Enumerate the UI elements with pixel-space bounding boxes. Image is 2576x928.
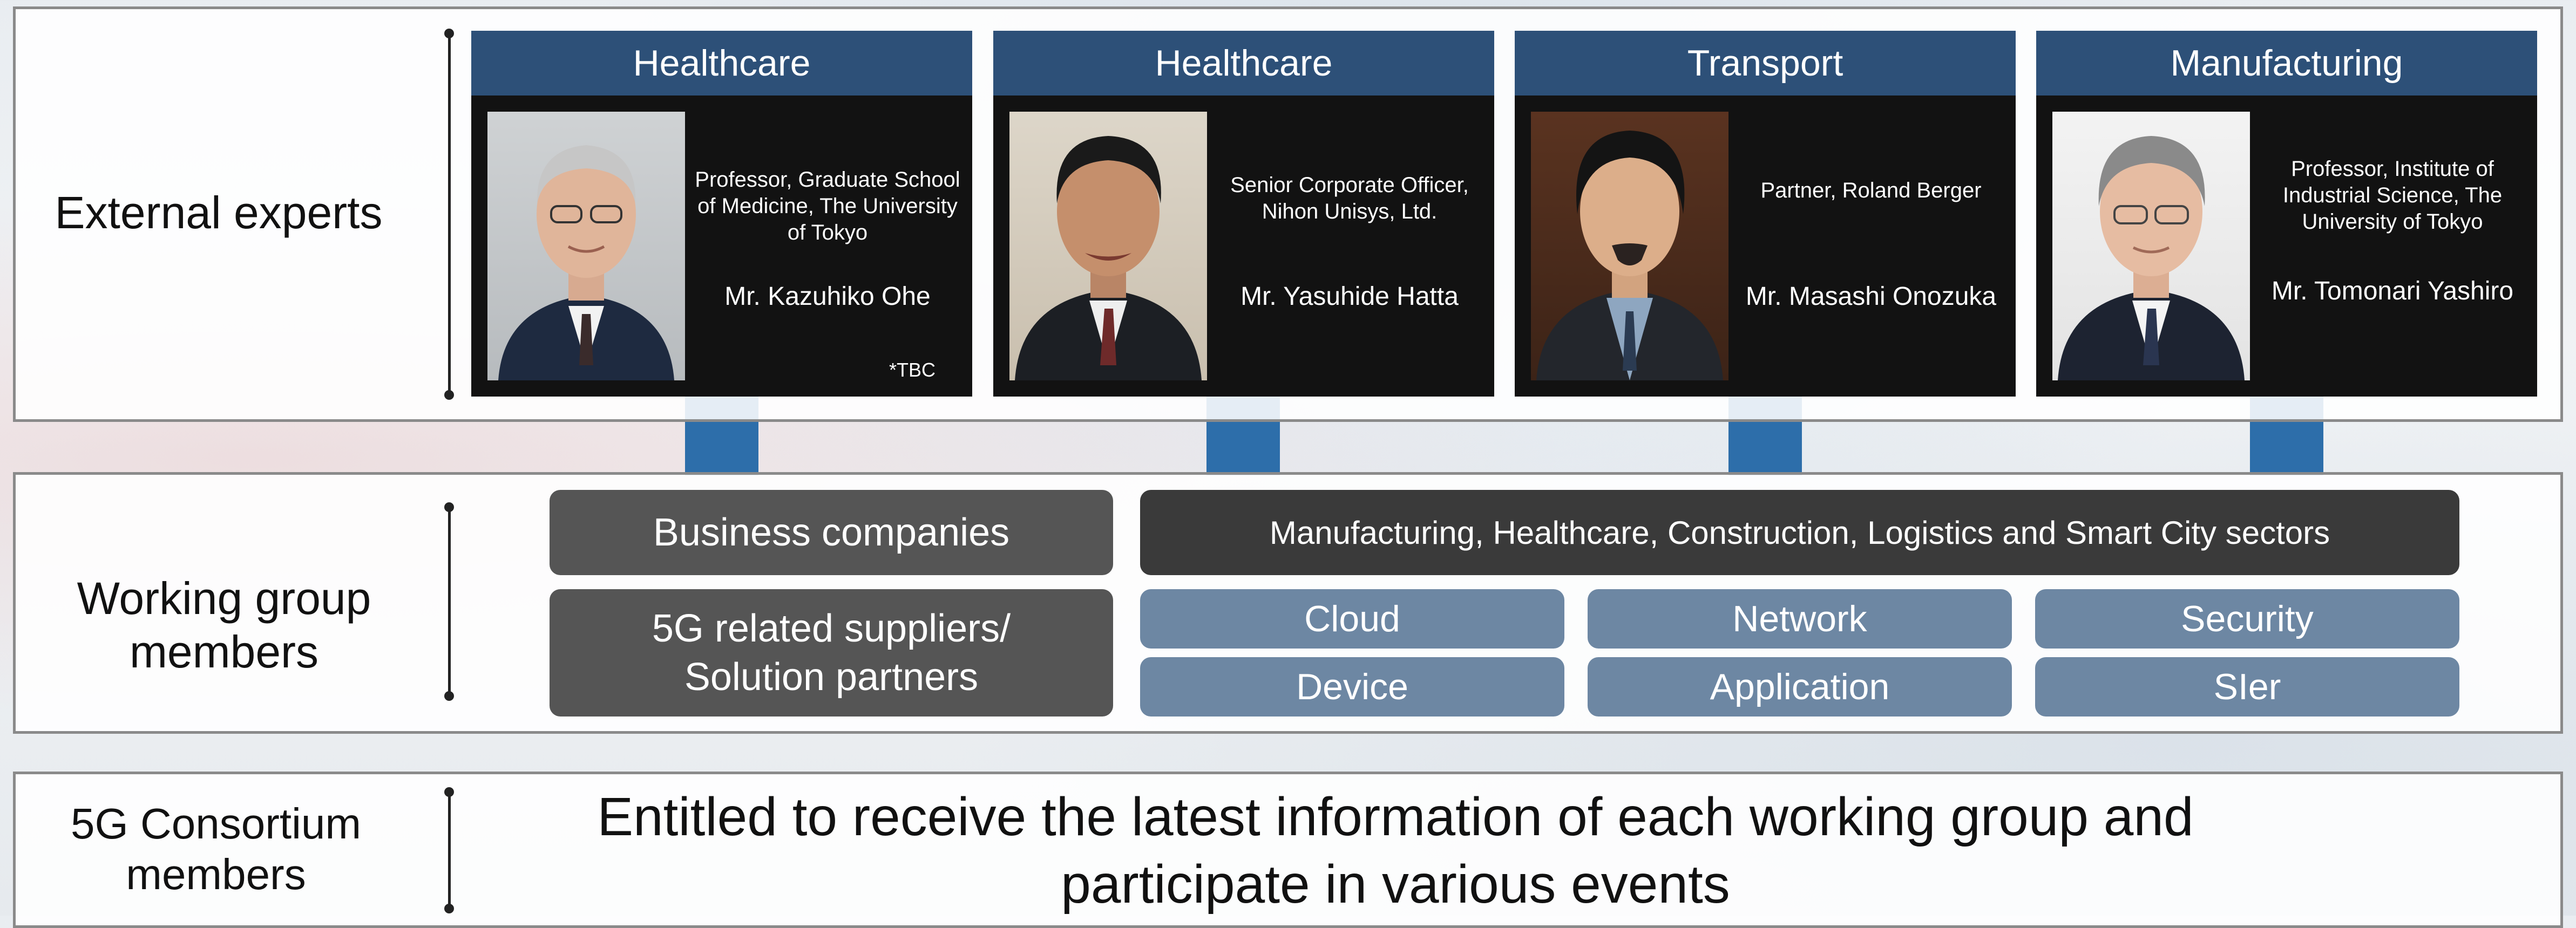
consortium-label: 5G Consortium members — [71, 800, 361, 899]
expert-photo — [1009, 112, 1207, 380]
consortium-description: Entitled to receive the latest informati… — [597, 787, 2194, 915]
consortium-panel — [13, 772, 2563, 928]
expert-sector: Healthcare — [993, 31, 1494, 95]
expert-card: Healthcare Senior Corporate Officer, Nih… — [993, 31, 1494, 397]
expert-photo — [2052, 112, 2250, 380]
sectors-box: Manufacturing, Healthcare, Construction,… — [1140, 490, 2459, 575]
expert-sector: Transport — [1515, 31, 2016, 95]
expert-title: Professor, Graduate School of Medicine, … — [695, 168, 960, 244]
expert-sector: Healthcare — [471, 31, 972, 95]
business-companies-box: Business companies — [550, 490, 1113, 575]
expert-name: Mr. Masashi Onozuka — [1745, 282, 1997, 311]
consortium-bracket — [444, 787, 454, 913]
expert-sector: Manufacturing — [2036, 31, 2537, 95]
expert-card: Healthcare Professor, Graduate School of… — [471, 31, 972, 397]
working-group-bracket — [444, 502, 454, 701]
expert-photo — [487, 112, 685, 380]
suppliers-box: 5G related suppliers/ Solution partners — [550, 589, 1113, 717]
category-application: Application — [1588, 657, 2012, 717]
external-experts-label: External experts — [55, 187, 383, 238]
expert-card: Manufacturing Professor, Institute of In… — [2036, 31, 2537, 397]
expert-title: Professor, Institute of Industrial Scien… — [2282, 157, 2503, 234]
working-group-label: Working group members — [77, 573, 371, 678]
expert-note: *TBC — [889, 359, 936, 381]
expert-title: Partner, Roland Berger — [1760, 179, 1982, 202]
category-sier: SIer — [2035, 657, 2459, 717]
category-cloud: Cloud — [1140, 589, 1564, 649]
expert-photo — [1531, 112, 1728, 380]
expert-name: Mr. Kazuhiko Ohe — [724, 282, 931, 311]
experts-bracket — [444, 29, 454, 400]
category-security: Security — [2035, 589, 2459, 649]
expert-title: Senior Corporate Officer, Nihon Unisys, … — [1230, 173, 1469, 223]
category-network: Network — [1588, 589, 2012, 649]
category-device: Device — [1140, 657, 1564, 717]
expert-name: Mr. Yasuhide Hatta — [1240, 282, 1459, 311]
expert-name: Mr. Tomonari Yashiro — [2271, 277, 2514, 305]
expert-card: Transport Partner, Roland Berger Mr. Mas… — [1515, 31, 2016, 397]
